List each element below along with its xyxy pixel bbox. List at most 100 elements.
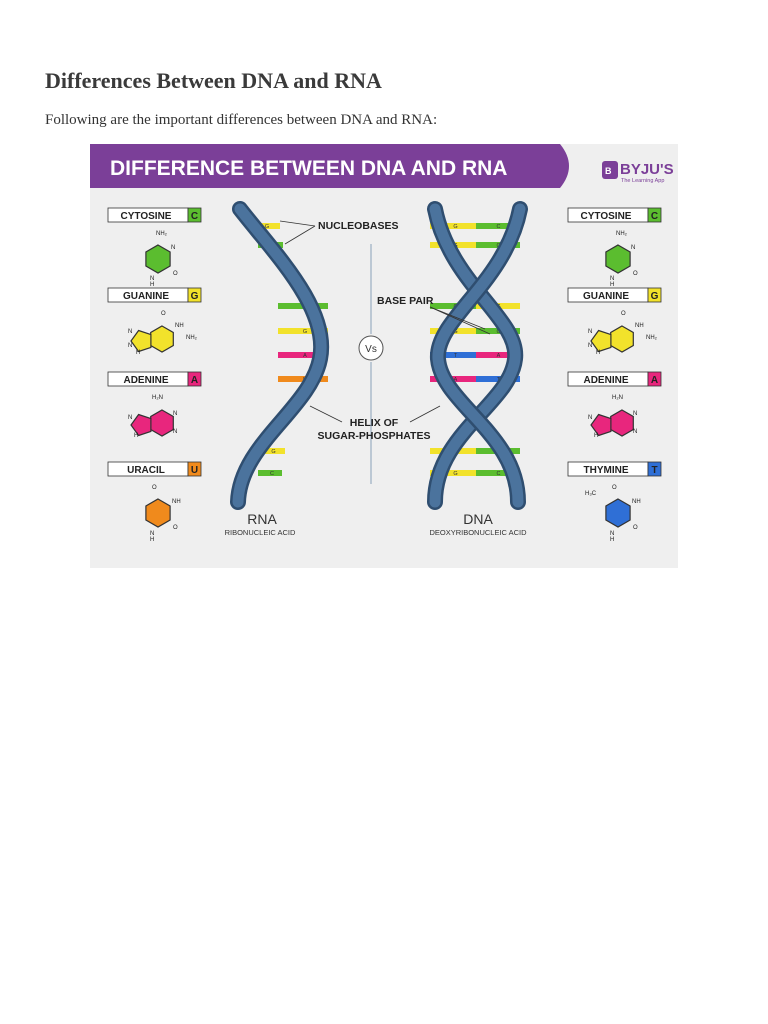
molecule-atom-label: N: [633, 429, 637, 435]
molecule-atom-label: H₂N: [612, 395, 623, 401]
base-letter-label: G: [191, 291, 199, 302]
molecule-atom-label: H: [150, 537, 154, 543]
base-letter-badge: [187, 287, 202, 303]
banner-title: DIFFERENCE BETWEEN DNA AND RNA: [110, 157, 507, 180]
helix-pointer-1: [309, 405, 343, 423]
base-name-label: URACIL: [127, 465, 165, 476]
helix-pointer-2: [409, 405, 441, 423]
molecule-atom-label: NH₂: [616, 231, 628, 237]
dna-rung-letter-left: A: [454, 377, 458, 383]
dna-rung-right: [476, 352, 520, 358]
helix-annotation: HELIX OF SUGAR-PHOSPHATES: [309, 405, 441, 442]
molecule-ring: [150, 409, 174, 437]
base-pair-pointer-2: [429, 306, 491, 335]
rna-rung-letter: G: [303, 329, 307, 335]
molecule-ring: [605, 498, 631, 528]
molecule-atom-label: N: [610, 531, 614, 537]
molecule-ring: [605, 244, 631, 274]
rna-rung-letter: C: [270, 471, 274, 477]
molecule-atom-label: O: [173, 525, 178, 531]
molecule-ring: [130, 329, 152, 353]
dna-rung-letter-left: T: [454, 353, 458, 359]
molecule-atom-label: NH: [172, 499, 181, 505]
dna-full-name: DEOXYRIBONUCLEIC ACID: [429, 528, 527, 537]
molecule-atom-label: N: [150, 531, 154, 537]
dna-rung-right: [476, 242, 520, 248]
molecule-atom-label: N: [128, 343, 132, 349]
dna-strand-b: [432, 203, 526, 508]
molecule-atom-label: H: [610, 537, 614, 543]
base-letter-label: C: [191, 211, 198, 222]
rna-rung-letter: G: [271, 449, 275, 455]
dna-rung-letter-right: C: [497, 329, 501, 335]
molecule-atom-label: N: [633, 411, 637, 417]
base-letter-label: G: [651, 291, 659, 302]
molecule-atom-label: O: [152, 485, 157, 491]
nucleobases-pointer-1: [279, 220, 316, 227]
rna-rung: [258, 470, 282, 476]
dna-rung-left: [430, 352, 476, 358]
rna-strand: [232, 203, 327, 508]
base-pair-pointer-1: [429, 306, 486, 330]
dna-rung-letter-right: C: [497, 471, 501, 477]
dna-rung-left: [430, 223, 476, 229]
base-letter-label: C: [651, 211, 658, 222]
article-title: Differences Between DNA and RNA: [45, 68, 382, 93]
nucleobases-annotation: NUCLEOBASES: [279, 220, 399, 245]
base-pair-label: BASE PAIR: [377, 295, 434, 307]
brand-logo-icon: [602, 161, 618, 179]
molecule-atom-label: N: [173, 411, 177, 417]
molecule-atom-label: H: [596, 350, 600, 356]
molecule-atom-label: N: [588, 329, 592, 335]
dna-rung-letter-left: G: [453, 329, 457, 335]
rna-rung: [278, 328, 328, 334]
base-letter-label: T: [651, 465, 657, 476]
brand-name: BYJU'S: [620, 161, 674, 178]
base-letter-label: A: [191, 375, 198, 386]
molecule-ring: [145, 244, 171, 274]
base-letter-badge: [647, 371, 662, 387]
dna-rung-right: [476, 376, 520, 382]
base-pair-annotation: BASE PAIR: [377, 295, 491, 335]
molecule-atom-label: NH: [175, 323, 184, 329]
molecule-atom-label: N: [588, 415, 592, 421]
molecule-atom-label: N: [173, 429, 177, 435]
vs-label: Vs: [365, 344, 377, 355]
molecule-ring: [130, 413, 152, 437]
rna-rung-letter: G: [265, 224, 269, 230]
molecule-atom-label: H₂N: [152, 395, 163, 401]
nucleobases-label: NUCLEOBASES: [318, 220, 399, 232]
dna-caption: DNA: [463, 511, 493, 527]
molecule-atom-label: H: [594, 433, 598, 439]
molecule-atom-label: NH₂: [186, 335, 198, 341]
base-letter-badge: [187, 461, 202, 477]
base-name-label: GUANINE: [123, 291, 169, 302]
base-letter-badge: [647, 461, 662, 477]
adenine-molecule-icon: H₂N N N N H: [588, 395, 637, 439]
base-letter-badge: [647, 207, 662, 223]
base-name-label: ADENINE: [123, 375, 168, 386]
molecule-atom-label: H: [150, 282, 154, 288]
molecule-atom-label: H: [136, 350, 140, 356]
brand-logo-glyph: B: [605, 166, 612, 176]
base-letter-label: U: [191, 465, 198, 476]
title-banner: [90, 144, 569, 188]
dna-rung-right: [476, 470, 520, 476]
dna-strand-a: [429, 203, 521, 508]
base-letter-badge: [187, 207, 202, 223]
rna-rung: [258, 448, 285, 454]
dna-rung-right: [476, 223, 520, 229]
base-name-label: GUANINE: [583, 291, 629, 302]
dna-rung-right: [476, 328, 520, 334]
